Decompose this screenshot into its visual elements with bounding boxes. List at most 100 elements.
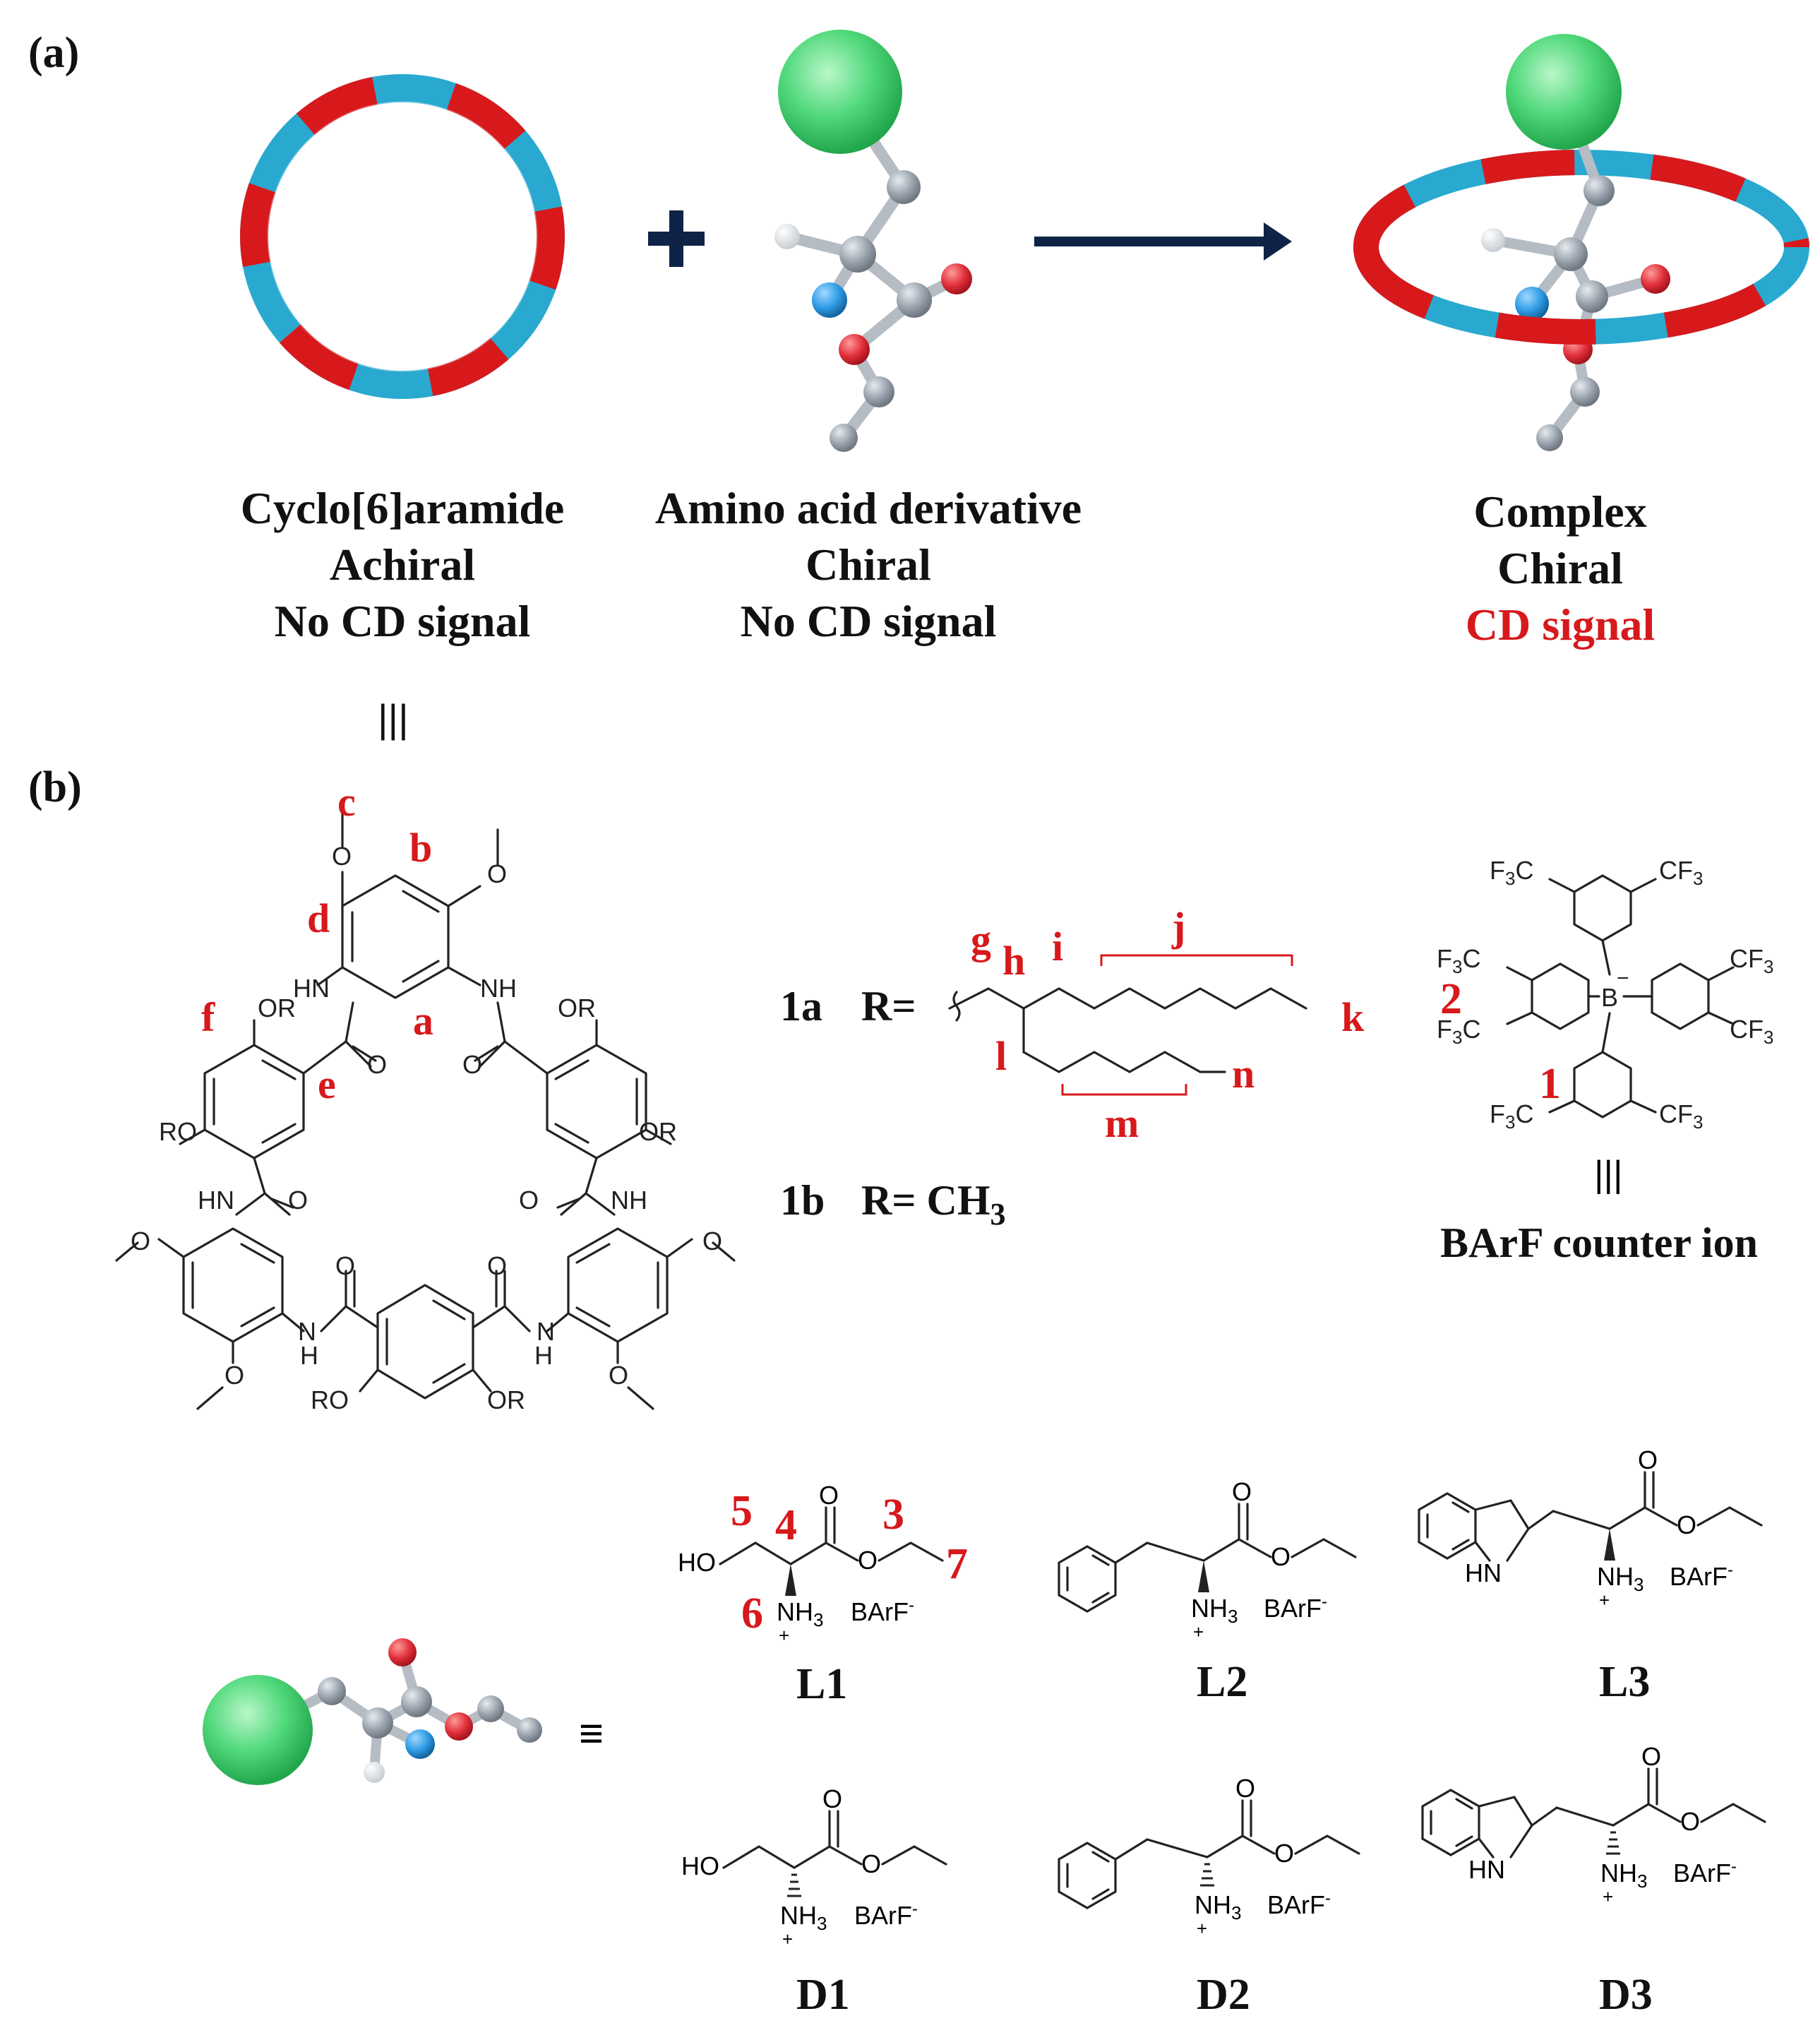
ho-group: HO — [681, 1851, 719, 1880]
ester-o: O — [861, 1849, 881, 1878]
atom-o: O — [487, 1251, 507, 1280]
proton-label-e: e — [318, 1061, 336, 1107]
counter-ion: BArF- — [851, 1596, 914, 1626]
proton-label-i: i — [1052, 924, 1063, 970]
proton-label-j: j — [1171, 904, 1185, 950]
carbonyl-o: O — [1641, 1742, 1661, 1771]
ester-o: O — [1271, 1542, 1291, 1571]
atom-o: O — [462, 1050, 482, 1079]
barf-proton-label-2: 2 — [1440, 975, 1462, 1023]
panel-a-label: (a) — [28, 29, 80, 77]
atom-o: O — [487, 859, 507, 888]
complex-icon — [1353, 34, 1809, 451]
guest-equiv-symbol: ≡ — [579, 1710, 604, 1757]
ester-o: O — [1677, 1510, 1696, 1539]
counter-ion: BArF- — [1670, 1561, 1733, 1591]
compound-1b-label: 1b — [780, 1177, 825, 1224]
r-group-definitions: 1a R= 1b R= CH3 — [780, 904, 1365, 1231]
cf3-group: CF3 — [1730, 944, 1773, 977]
name-l3: L3 — [1599, 1658, 1650, 1706]
plus-charge: + — [1197, 1918, 1207, 1939]
plus-charge: + — [1193, 1621, 1204, 1642]
atom-o: O — [224, 1361, 244, 1390]
panel-b-label: (b) — [28, 763, 82, 811]
ammonium-group: NH3 — [780, 1901, 827, 1934]
name-l1: L1 — [796, 1660, 847, 1708]
name-l2: L2 — [1197, 1658, 1247, 1706]
ring-equiv-symbol: ||| — [378, 696, 409, 741]
proton-label-7: 7 — [946, 1540, 968, 1588]
proton-label-a: a — [413, 998, 433, 1044]
cf3-group: F3C — [1437, 1015, 1480, 1048]
cf3-group: F3C — [1437, 944, 1480, 977]
carbonyl-o: O — [822, 1784, 842, 1813]
proton-label-d: d — [307, 895, 330, 941]
barf-equiv-symbol: ||| — [1594, 1154, 1623, 1195]
ring-caption-line-1: Cyclo[6]aramide — [240, 483, 565, 533]
atom-or: OR — [487, 1385, 525, 1414]
atom-o: O — [335, 1251, 355, 1280]
counter-ion: BArF- — [1267, 1889, 1331, 1919]
barf-structure: F3C CF3 F3C CF3 F3C CF3 F3C CF3 B − 1 2 … — [1437, 856, 1773, 1266]
plus-icon — [648, 210, 705, 267]
macrocycle-structure — [115, 807, 736, 1410]
r-equals-ch3-label: R= CH3 — [861, 1177, 1006, 1231]
compound-1a-label: 1a — [780, 983, 822, 1030]
atom-or: OR — [258, 994, 296, 1022]
name-d1: D1 — [796, 1971, 850, 2019]
name-d2: D2 — [1197, 1971, 1250, 2019]
structure-d1: HO O O NH3 + BArF- D1 — [681, 1784, 947, 2019]
chain-brackets — [1061, 954, 1293, 1096]
carbonyl-o: O — [1638, 1445, 1658, 1474]
ammonium-group: NH3 — [1597, 1562, 1644, 1595]
atom-h: H — [534, 1341, 553, 1370]
atom-o: O — [367, 1050, 387, 1079]
atom-hn: HN — [198, 1186, 234, 1215]
proton-label-h: h — [1002, 938, 1025, 984]
proton-label-k: k — [1341, 994, 1365, 1040]
guest-caption-line-1: Amino acid derivative — [654, 483, 1082, 533]
atom-nh: NH — [611, 1186, 647, 1215]
indole-nh: HN — [1468, 1855, 1505, 1884]
proton-label-5: 5 — [731, 1487, 753, 1535]
atom-o: O — [519, 1186, 539, 1215]
complex-caption-line-3: CD signal — [1465, 600, 1656, 650]
chain-proton-labels: g h i j k l m n — [971, 904, 1365, 1146]
complex-caption: Complex Chiral CD signal — [1384, 484, 1737, 653]
plus-charge: + — [782, 1928, 793, 1950]
structure-d2: O O NH3 + BArF- D2 — [1058, 1774, 1360, 2019]
proton-label-g: g — [971, 917, 991, 962]
atom-or: OR — [558, 994, 596, 1022]
panel-a-graphics — [240, 30, 1809, 452]
proton-label-c: c — [337, 779, 356, 825]
structure-l1: HO O O NH3 + BArF- 3 4 5 6 7 L1 — [678, 1481, 968, 1708]
ammonium-group: NH3 — [1191, 1594, 1238, 1627]
cf3-group: CF3 — [1730, 1015, 1773, 1048]
indole-nh: HN — [1465, 1558, 1502, 1587]
ester-o: O — [1274, 1839, 1294, 1868]
alkyl-chain-structure — [948, 987, 1307, 1073]
reaction-arrow-icon — [1034, 222, 1292, 261]
atom-ro: RO — [159, 1117, 197, 1146]
guest-caption: Amino acid derivative Chiral No CD signa… — [621, 480, 1115, 650]
cf3-group: CF3 — [1659, 856, 1703, 889]
plus-charge: + — [779, 1625, 789, 1646]
ester-o: O — [858, 1546, 878, 1575]
atom-hn: HN — [293, 974, 330, 1003]
atom-n: N — [298, 1317, 316, 1346]
ring-caption-line-3: No CD signal — [274, 596, 531, 646]
proton-label-6: 6 — [741, 1589, 763, 1638]
atom-o: O — [702, 1227, 722, 1255]
ammonium-group: NH3 — [1195, 1890, 1241, 1923]
cf3-group: F3C — [1490, 856, 1533, 889]
structure-d3: HN O O NH3 + BArF- D3 — [1421, 1742, 1766, 2019]
plus-charge: + — [1603, 1886, 1613, 1907]
carbonyl-o: O — [1232, 1477, 1252, 1506]
r-equals-label: R= — [861, 983, 916, 1030]
boron-charge: − — [1617, 967, 1629, 990]
guest-caption-line-3: No CD signal — [740, 596, 997, 646]
ho-group: HO — [678, 1548, 716, 1577]
ester-o: O — [1680, 1807, 1700, 1836]
guest-caption-line-2: Chiral — [806, 539, 931, 590]
